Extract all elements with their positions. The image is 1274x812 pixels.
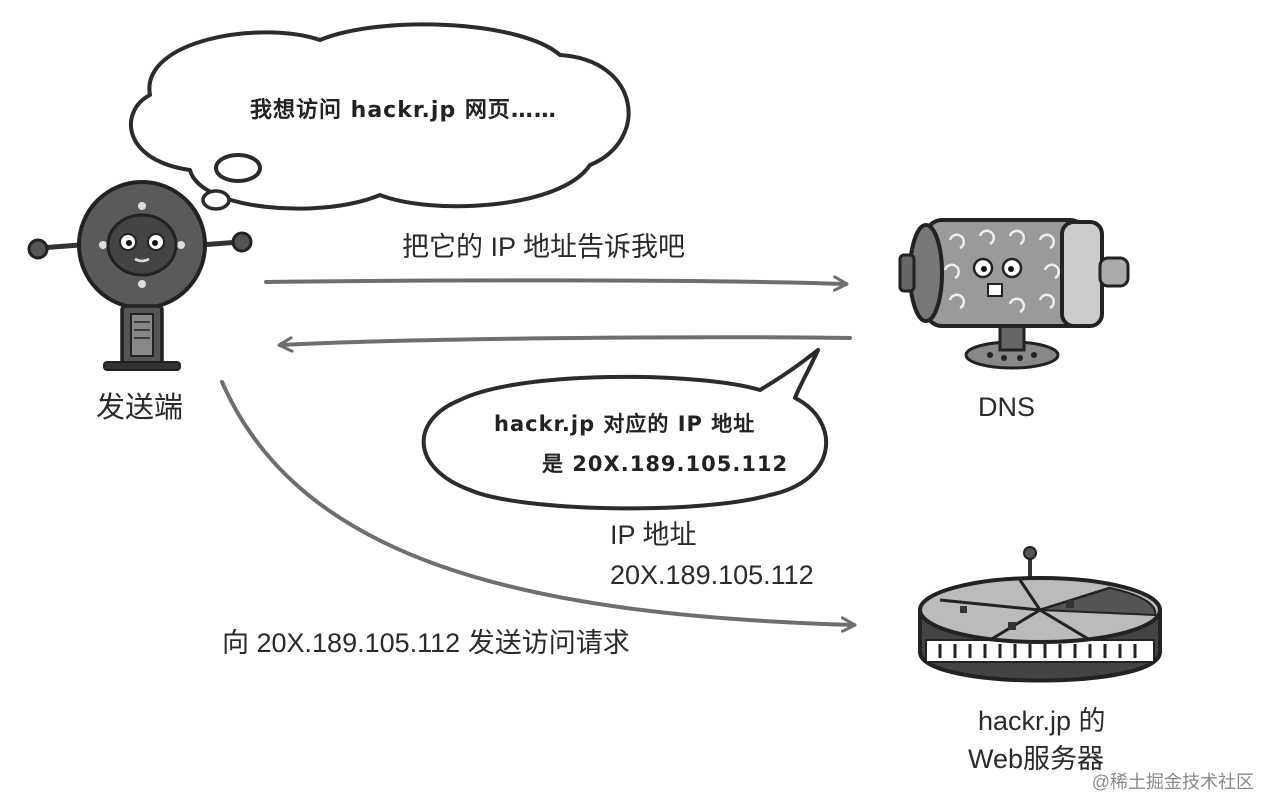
reply-arrow: [280, 335, 852, 345]
web-server-icon: [918, 546, 1162, 683]
web-server-label-line2: Web服务器: [968, 744, 1105, 774]
dns-server-icon: [898, 218, 1130, 370]
request-arrow: [264, 280, 846, 284]
ip-address-title: IP 地址: [610, 520, 697, 550]
access-arrow: [220, 380, 854, 625]
thought-bubble-text: 我想访问 hackr.jp 网页……: [250, 98, 557, 123]
reply-bubble-line1: hackr.jp 对应的 IP 地址: [494, 412, 756, 436]
web-server-label-line1: hackr.jp 的: [978, 706, 1106, 736]
reply-speech-bubble: [421, 348, 829, 511]
access-request-label: 向 20X.189.105.112 发送访问请求: [222, 628, 630, 658]
request-label: 把它的 IP 地址告诉我吧: [402, 232, 686, 262]
thought-bubble: [128, 22, 631, 211]
sender-robot-icon: [27, 180, 253, 371]
sender-label: 发送端: [96, 392, 184, 424]
ip-address-value: 20X.189.105.112: [610, 560, 814, 590]
watermark: @稀土掘金技术社区: [1091, 772, 1254, 792]
dns-label: DNS: [978, 392, 1036, 422]
reply-bubble-line2: 是 20X.189.105.112: [542, 452, 789, 476]
